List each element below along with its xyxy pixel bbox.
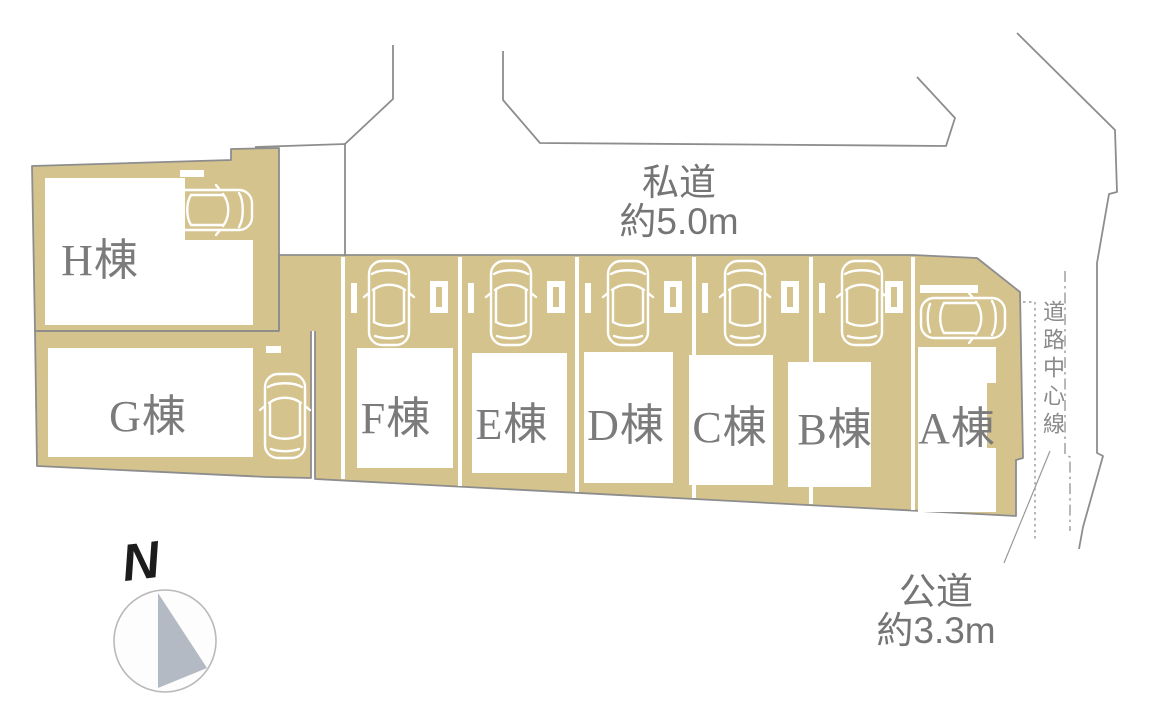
parking-dash-h [180,170,204,177]
road-edge-north-main [502,51,956,147]
parking-bar-c [702,283,708,313]
building-shape-a [918,347,996,512]
building-label-g: G棟 [109,392,187,441]
building-shape-h [45,178,253,325]
road-edge-north-left [254,45,394,148]
building-label-c: C棟 [692,403,768,452]
compass-north-label: N [118,530,163,594]
parking-bar-d [585,283,591,313]
compass [113,589,217,693]
building-shape-g [48,348,253,457]
parking-bracket-d [664,281,682,313]
building-shape-e [472,353,567,473]
private-road-name: 私道 [641,162,716,203]
public-road-width: 約3.3m [876,610,996,652]
building-label-e: E棟 [475,400,549,449]
parking-bracket-e [547,281,565,313]
building-shape-d [584,352,673,483]
parking-dash-a [920,285,978,293]
parking-bracket-c [781,281,799,313]
parking-bar-e [468,283,474,313]
private-road-width: 約5.0m [619,201,739,243]
parcel-outlines [31,143,1024,517]
dotted-boundary-line [1023,301,1036,541]
leader-line [1003,450,1051,564]
building-shape-c [689,355,773,485]
compass-needle-icon [158,593,207,688]
public-road-label: 公道 約3.3m [876,571,996,652]
building-shapes [45,178,996,512]
public-road-name: 公道 [898,571,973,612]
building-label-d: D棟 [587,401,665,450]
building-label-h: H棟 [61,236,139,285]
parking-bar-b [819,283,825,313]
private-road-label: 私道 約5.0m [619,162,739,243]
parking-dash-g [266,346,281,353]
parking-bar-f [351,283,357,313]
parking-markers [180,170,978,353]
road-edge-east [1016,32,1118,550]
building-shape-b [788,362,871,487]
parking-bracket-b [885,281,903,313]
building-label-f: F棟 [360,394,432,443]
building-label-b: B棟 [797,405,873,454]
building-shape-f [357,348,453,468]
road-centerline [1064,271,1071,531]
road-centerline-label: 道路中心線 [1040,300,1065,440]
building-label-a: A棟 [918,404,996,453]
parking-bracket-f [430,281,448,313]
road-lines [254,32,1118,550]
